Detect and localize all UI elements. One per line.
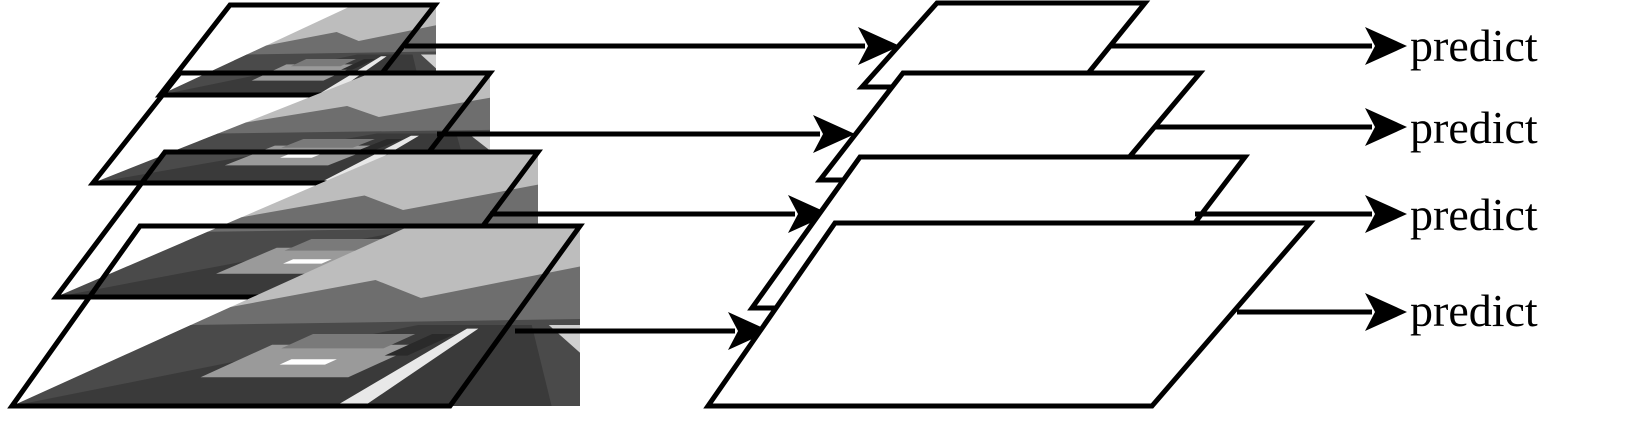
arrow-right-icon [1195,195,1407,233]
input-to-feature-arrows [405,27,900,350]
arrow-right-icon [490,195,830,233]
arrow-right-icon [405,27,900,65]
arrow-right-icon [437,115,855,153]
arrow-right-icon [1237,293,1407,331]
feature-to-predict-arrows [1110,27,1407,331]
predict-label-1: predict [1410,20,1538,71]
feature-map-4 [703,220,1316,409]
predict-label-3: predict [1410,189,1538,240]
arrow-right-icon [1110,27,1407,65]
predict-label-2: predict [1410,102,1538,153]
predict-label-4: predict [1410,285,1538,336]
frame-border [7,223,585,409]
arrow-right-icon [1155,108,1407,146]
arrow-right-icon [515,312,770,350]
output-labels: predict predict predict predict [1410,20,1538,336]
feature-maps [703,0,1316,409]
input-frame-4 [7,223,585,409]
